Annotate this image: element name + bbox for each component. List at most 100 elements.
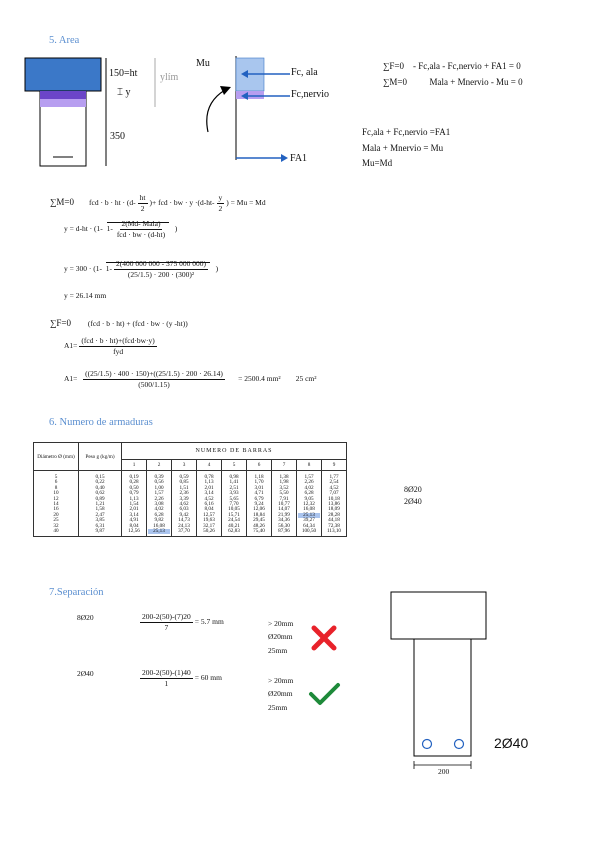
- area-cell: 12,06: [253, 506, 265, 513]
- area-cell: 64,34: [303, 522, 315, 529]
- area-cell: 18,09: [328, 506, 340, 513]
- area-cell: 100,50: [301, 528, 317, 535]
- cross-icon: [311, 625, 337, 651]
- area-cell: 8,04: [204, 506, 214, 513]
- area-cell: 14,73: [178, 517, 190, 524]
- peso-cell: 9,87: [95, 528, 105, 535]
- peso-cell: 1,21: [95, 501, 105, 508]
- y-numeric-formula: y = 300 · (1- 1-2(400 000 000 - 375 000 …: [64, 259, 219, 279]
- area-cell: 12,57: [203, 511, 215, 518]
- area-cell: 39,27: [303, 517, 315, 524]
- web-stress-block: [236, 91, 264, 99]
- peso-cell: 0,22: [95, 479, 105, 486]
- section-armaduras-title: 6. Numero de armaduras: [49, 417, 153, 428]
- bar-number-header: 1: [121, 459, 147, 471]
- area-cell: 34,36: [278, 517, 290, 524]
- peso-cell: 6,31: [95, 522, 105, 529]
- area-cell: 1,57: [154, 490, 164, 497]
- area-cell: 19,63: [203, 517, 215, 524]
- sep-r1-label: 8Ø20: [77, 613, 94, 622]
- area-cell: 2,51: [229, 484, 239, 491]
- area-cell: 6,79: [254, 495, 264, 502]
- area-cell: 25,13: [298, 512, 320, 519]
- area-cell: 4,62: [179, 501, 189, 508]
- area-cell: 72,38: [328, 522, 340, 529]
- bar-number-header: 2: [146, 459, 172, 471]
- sum-f-equation: ∑F=0 - Fc,ala - Fc,nervio + FA1 = 0: [383, 61, 521, 71]
- peso-cell: 1,58: [95, 506, 105, 513]
- h350-label: 350: [110, 131, 125, 142]
- area-cell: 50,26: [203, 528, 215, 535]
- bar-number-header: 5: [221, 459, 247, 471]
- sep-r1-check-1: > 20mm: [268, 619, 294, 628]
- sep-r2-check-3: 25mm: [268, 703, 288, 712]
- diametro-cell: 14: [53, 501, 59, 508]
- area-cell: 6,28: [304, 490, 314, 497]
- diametro-cell: 10: [53, 490, 59, 497]
- area-cell: 40,21: [228, 522, 240, 529]
- section-separacion-title: 7.Separación: [49, 587, 104, 598]
- area-cell: 24,54: [228, 517, 240, 524]
- area-cell: 0,28: [129, 479, 139, 486]
- area-cell: 13,86: [328, 501, 340, 508]
- diametro-cell: 20: [53, 511, 59, 518]
- section-area-title: 5. Area: [49, 35, 80, 46]
- diametro-cell: 8: [54, 484, 58, 491]
- area-cell: 3,93: [229, 490, 239, 497]
- area-cell: 7,07: [329, 490, 339, 497]
- area-cell: 4,02: [304, 484, 314, 491]
- area-cell: 1,13: [129, 495, 139, 502]
- diametro-cell: 32: [53, 522, 59, 529]
- sep-r1-check-2: Ø20mm: [268, 632, 293, 641]
- sum-m-equation: ∑M=0 Mala + Mnervio - Mu = 0: [383, 77, 523, 87]
- force-sum-line: Fc,ala + Fc,nervio =FA1: [362, 127, 451, 137]
- area-cell: 10,05: [228, 506, 240, 513]
- fc-ala-label: Fc, ala: [291, 67, 318, 78]
- area-cell: 29,45: [253, 517, 265, 524]
- area-cell: 1,98: [279, 479, 289, 486]
- area-cell: 9,24: [254, 501, 264, 508]
- area-cell: 0,50: [129, 484, 139, 491]
- moment-arc: [206, 89, 226, 133]
- area-cell: 8,04: [129, 522, 139, 529]
- area-cell: 4,52: [204, 495, 214, 502]
- area-cell: 4,91: [129, 517, 139, 524]
- area-cell: 9,82: [154, 517, 164, 524]
- diametro-cell: 12: [53, 495, 59, 502]
- area-cell: 0,85: [179, 479, 189, 486]
- area-cell: 14,07: [278, 506, 290, 513]
- diametro-cell: 6: [54, 479, 58, 486]
- bar-number-header: 8: [296, 459, 322, 471]
- area-cell: 6,28: [154, 511, 164, 518]
- area-cell: 2,26: [154, 495, 164, 502]
- area-cell: 18,84: [253, 511, 265, 518]
- section-web: [413, 638, 472, 757]
- area-cell: 1,18: [254, 474, 264, 480]
- area-cell: 4,52: [329, 484, 339, 491]
- col-header-diametro: Diámetro Ø (mm): [33, 442, 79, 471]
- area-cell: 2,01: [204, 484, 214, 491]
- col-header-peso: Peso g (kg/m): [78, 442, 122, 471]
- peso-cell: 0,89: [95, 495, 105, 502]
- area-cell: 2,36: [179, 490, 189, 497]
- area-cell: 5,65: [229, 495, 239, 502]
- area-cell: 2,54: [329, 479, 339, 486]
- area-cell: 2,26: [304, 479, 314, 486]
- web-compression-dark: [40, 91, 86, 99]
- area-cell: 44,18: [328, 517, 340, 524]
- area-cell: 12,56: [128, 528, 140, 535]
- sep-r2-check-2: Ø20mm: [268, 689, 293, 698]
- area-cell: 1,38: [279, 474, 289, 480]
- flange-rect: [24, 57, 102, 92]
- bar-number-header: 6: [246, 459, 272, 471]
- area-cell: 7,91: [279, 495, 289, 502]
- area-cell: 1,57: [304, 474, 314, 480]
- area-cell: 87,96: [278, 528, 290, 535]
- area-cell: 1,70: [254, 479, 264, 486]
